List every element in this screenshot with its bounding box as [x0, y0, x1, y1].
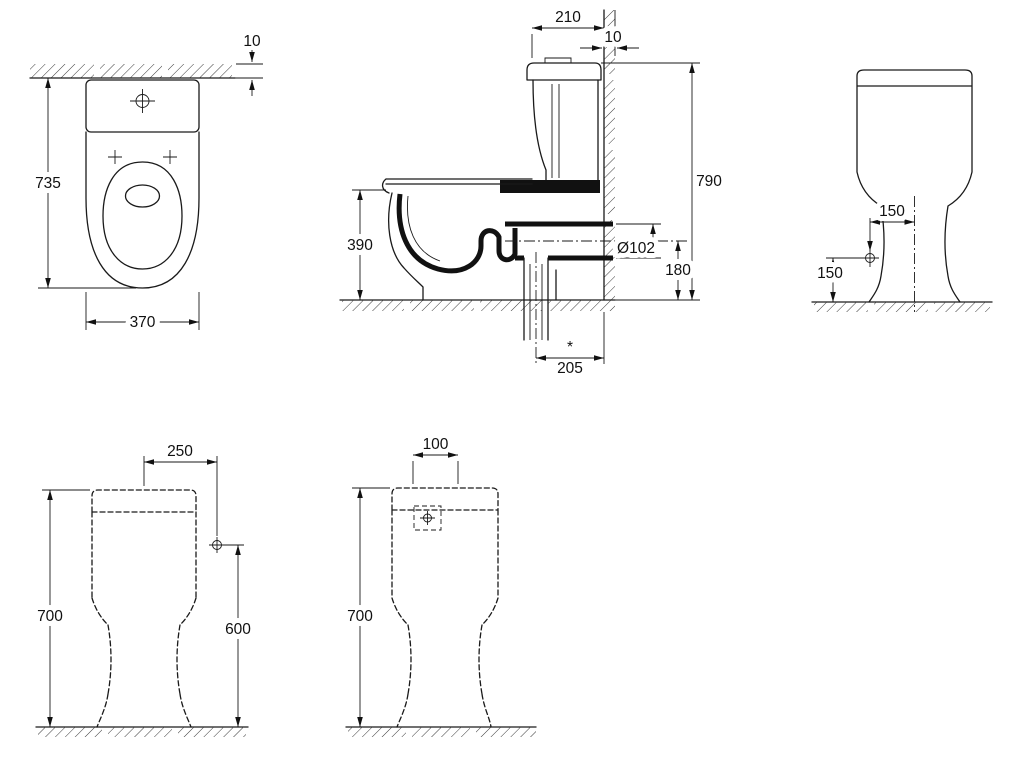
dim-overall-height: 700	[342, 487, 390, 727]
inlet-cross	[861, 249, 879, 267]
dim-overall-height: 700	[32, 489, 90, 727]
dim-label-inlet-offset: 100	[423, 436, 449, 453]
dim-label-supply-offset: 250	[167, 443, 193, 460]
dim-inlet-offset: 150	[867, 198, 915, 251]
dim-label-outlet-center-height: 180	[665, 262, 691, 279]
cistern-lid	[526, 62, 602, 81]
body-outline	[856, 69, 973, 303]
dim-rim-height: 390	[342, 189, 386, 300]
dim-footnote: *	[567, 339, 573, 356]
dim-outlet-diameter: Ø102	[612, 223, 661, 262]
dim-label-outlet-to-wall: 205	[557, 360, 583, 377]
dim-outlet-to-wall: * 205	[536, 312, 605, 377]
dim-overall-height: 790	[601, 62, 722, 301]
dim-label-width: 370	[130, 314, 156, 331]
floor-hatch	[38, 727, 246, 737]
dim-label-overall-height: 700	[37, 608, 63, 625]
flush-button-cross	[130, 89, 155, 113]
cistern-button	[544, 57, 572, 63]
dim-label-wall-thickness: 10	[604, 29, 622, 46]
wall-hatch	[30, 64, 232, 78]
dim-cistern-depth: 210	[531, 9, 604, 58]
front-view: 250 700 600	[32, 443, 256, 737]
dim-ext	[601, 62, 700, 301]
inlet-cross	[420, 511, 435, 525]
supply-point-cross	[209, 537, 225, 553]
dim-label-supply-height: 600	[225, 621, 251, 638]
side-view: 210 10 790 390 Ø102 180 *	[339, 9, 722, 377]
drop-pipe-outer	[523, 257, 549, 341]
dim-ext	[412, 461, 459, 484]
bowl-exterior	[388, 192, 557, 301]
floor-hatch	[814, 302, 990, 312]
body-outline	[391, 487, 499, 728]
dim-ext	[143, 456, 218, 536]
inlet-box	[413, 505, 442, 531]
water-spot	[124, 184, 161, 208]
drop-pipe-inner	[529, 264, 543, 340]
dim-label-wall-offset: 10	[243, 33, 261, 50]
dim-inlet-height: 150	[812, 257, 863, 302]
bowl-inner-line	[407, 195, 441, 262]
outlet-pipe	[505, 221, 613, 261]
dim-label-rim-height: 390	[347, 237, 373, 254]
pipe-centerlines	[505, 240, 688, 364]
bowl-section	[396, 193, 518, 274]
wall-hatch	[604, 10, 615, 300]
dim-label-depth: 735	[35, 175, 61, 192]
seat-opening	[102, 161, 183, 270]
dim-label-inlet-offset: 150	[879, 203, 905, 220]
dim-label-outlet-diameter: Ø102	[617, 240, 655, 257]
hinge-marks	[108, 150, 177, 164]
seat-lines	[381, 178, 533, 194]
dim-label-cistern-depth: 210	[555, 9, 581, 26]
dim-outlet-center-height: 180	[660, 241, 696, 300]
floor-hatch	[348, 727, 536, 737]
dim-wall-offset: 10	[243, 33, 261, 96]
cistern-body	[532, 79, 599, 187]
bowl-outline	[85, 131, 200, 289]
dim-inlet-offset: 100	[412, 436, 459, 484]
floor-hatch	[342, 300, 615, 311]
dim-wall-thickness: 10	[580, 24, 639, 51]
dim-label-overall-height: 700	[347, 608, 373, 625]
flush-tube	[551, 84, 560, 178]
dim-width: 370	[85, 292, 200, 336]
cistern-base-section	[500, 180, 600, 193]
dim-label-inlet-height: 150	[817, 265, 843, 282]
wall-ext-lines	[235, 63, 263, 79]
back-view: 100 700	[342, 436, 537, 737]
rear-view: 150 150	[811, 69, 993, 312]
dim-supply-height: 600	[220, 544, 256, 727]
dim-label-overall-height: 790	[696, 173, 722, 190]
dim-supply-offset: 250	[143, 443, 218, 536]
body-outline	[91, 489, 197, 728]
top-view: 10 735 370	[29, 33, 263, 336]
